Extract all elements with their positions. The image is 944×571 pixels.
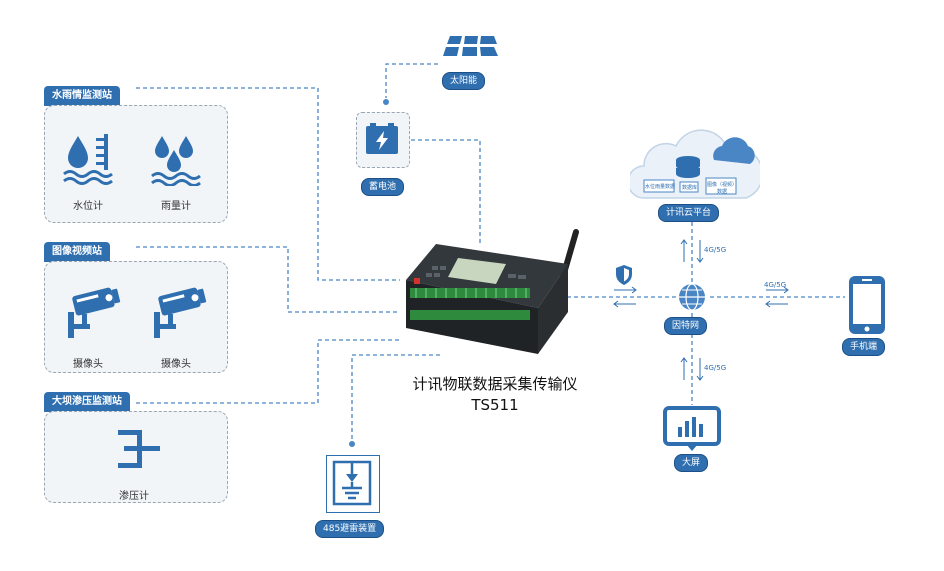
dam-station-box xyxy=(44,411,228,503)
lightning-protector-label: 485避雷装置 xyxy=(315,520,385,538)
cloud-platform-label: 计讯云平台 xyxy=(658,204,720,222)
solar-label: 太阳能 xyxy=(442,72,486,90)
water-level-icon xyxy=(63,134,113,185)
shield-icon xyxy=(616,265,632,285)
globe-icon xyxy=(679,283,705,311)
cloud-platform-icon xyxy=(630,129,760,199)
rain-gauge-icon xyxy=(151,136,201,186)
device-name: 计讯物联数据采集传输仪 xyxy=(412,375,578,393)
camera-1-label: 摄像头 xyxy=(73,359,103,370)
water-level-label: 水位计 xyxy=(73,201,103,212)
camera-icon xyxy=(154,287,207,338)
battery-icon xyxy=(366,123,398,154)
phone-label: 手机端 xyxy=(842,338,886,356)
video-station-box xyxy=(44,261,228,373)
link-up-label: 4G/5G xyxy=(704,246,727,254)
device-model: TS511 xyxy=(471,396,519,414)
lightning-protector-icon xyxy=(332,460,372,506)
cloud-label-image-data: 图像（视频）数据 xyxy=(707,182,738,195)
cloud-label-database: 数据库 xyxy=(682,185,698,191)
camera-2-label: 摄像头 xyxy=(161,359,191,370)
piezometer-label: 渗压计 xyxy=(119,491,149,502)
device-title: 计讯物联数据采集传输仪 TS511 xyxy=(370,374,620,416)
battery-label: 蓄电池 xyxy=(361,178,405,196)
phone-icon xyxy=(849,276,885,334)
big-screen-icon xyxy=(663,406,721,451)
cloud-label-water-data: 水位雨量数据 xyxy=(645,184,676,190)
solar-panel-icon xyxy=(443,36,498,56)
video-station-title: 图像视频站 xyxy=(44,242,110,262)
hydro-station-title: 水雨情监测站 xyxy=(44,86,120,106)
link-down-label: 4G/5G xyxy=(704,364,727,372)
rain-gauge-label: 雨量计 xyxy=(161,201,191,212)
camera-icon xyxy=(68,287,121,338)
big-screen-label: 大屏 xyxy=(674,454,709,472)
internet-label: 因特网 xyxy=(664,317,708,335)
data-acquisition-device xyxy=(406,229,579,354)
dam-station-title: 大坝渗压监测站 xyxy=(44,392,130,412)
link-right-label: 4G/5G xyxy=(764,281,787,289)
piezometer-icon xyxy=(118,430,160,468)
